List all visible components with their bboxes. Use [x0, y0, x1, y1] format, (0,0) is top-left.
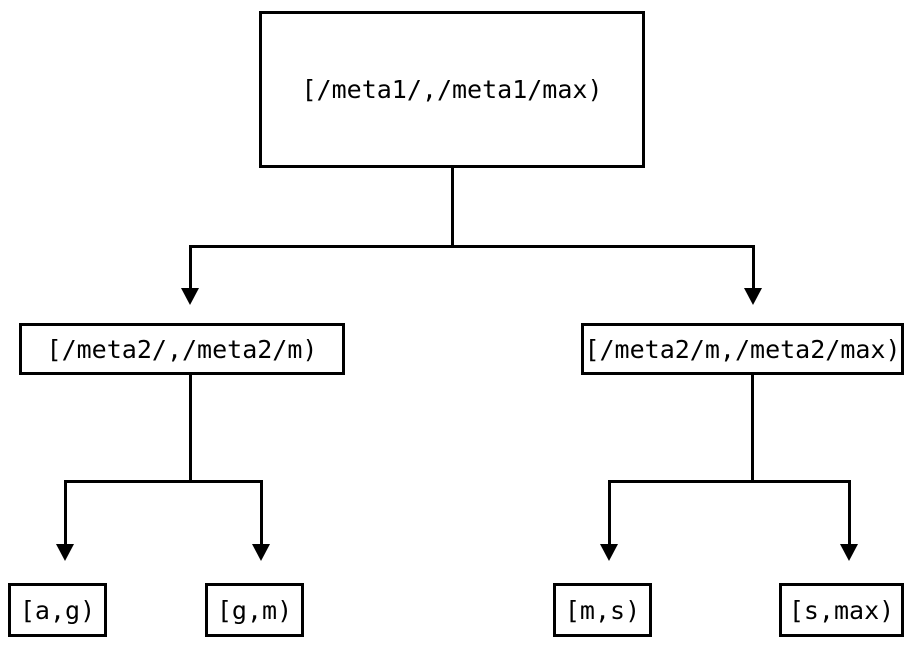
node-leaf-1-label: [a,g)	[19, 595, 96, 625]
node-root-label: [/meta1/,/meta1/max)	[301, 75, 603, 104]
node-root[interactable]: [/meta1/,/meta1/max)	[259, 11, 645, 168]
node-leaf-3[interactable]: [m,s)	[553, 583, 652, 637]
edge-mid-left-crossbar	[64, 480, 263, 483]
node-leaf-3-label: [m,s)	[564, 595, 641, 625]
node-leaf-4[interactable]: [s,max)	[779, 583, 904, 637]
edge-mid-left-stem	[189, 375, 192, 482]
node-mid-right-label: [/meta2/m,/meta2/max)	[584, 334, 901, 364]
edge-mid-right-stem	[751, 375, 754, 482]
arrowhead-mid-right-to-leaf4	[840, 544, 858, 561]
node-leaf-4-label: [s,max)	[788, 595, 895, 625]
edge-root-crossbar	[189, 245, 755, 248]
arrowhead-root-to-mid-right	[744, 288, 762, 305]
edge-mid-right-crossbar	[608, 480, 851, 483]
edge-root-stem	[451, 168, 454, 247]
edge-mid-right-to-leaf3-drop	[608, 480, 611, 546]
node-mid-left[interactable]: [/meta2/,/meta2/m)	[19, 323, 345, 375]
arrowhead-mid-left-to-leaf2	[252, 544, 270, 561]
node-leaf-2-label: [g,m)	[216, 595, 293, 625]
edge-mid-left-to-leaf1-drop	[64, 480, 67, 546]
node-mid-left-label: [/meta2/,/meta2/m)	[46, 334, 318, 364]
edge-root-to-mid-left-drop	[189, 245, 192, 291]
node-mid-right[interactable]: [/meta2/m,/meta2/max)	[581, 323, 904, 375]
edge-mid-left-to-leaf2-drop	[260, 480, 263, 546]
node-leaf-1[interactable]: [a,g)	[8, 583, 107, 637]
edge-root-to-mid-right-drop	[752, 245, 755, 291]
arrowhead-mid-left-to-leaf1	[56, 544, 74, 561]
arrowhead-root-to-mid-left	[181, 288, 199, 305]
arrowhead-mid-right-to-leaf3	[600, 544, 618, 561]
edge-mid-right-to-leaf4-drop	[848, 480, 851, 546]
node-leaf-2[interactable]: [g,m)	[205, 583, 304, 637]
